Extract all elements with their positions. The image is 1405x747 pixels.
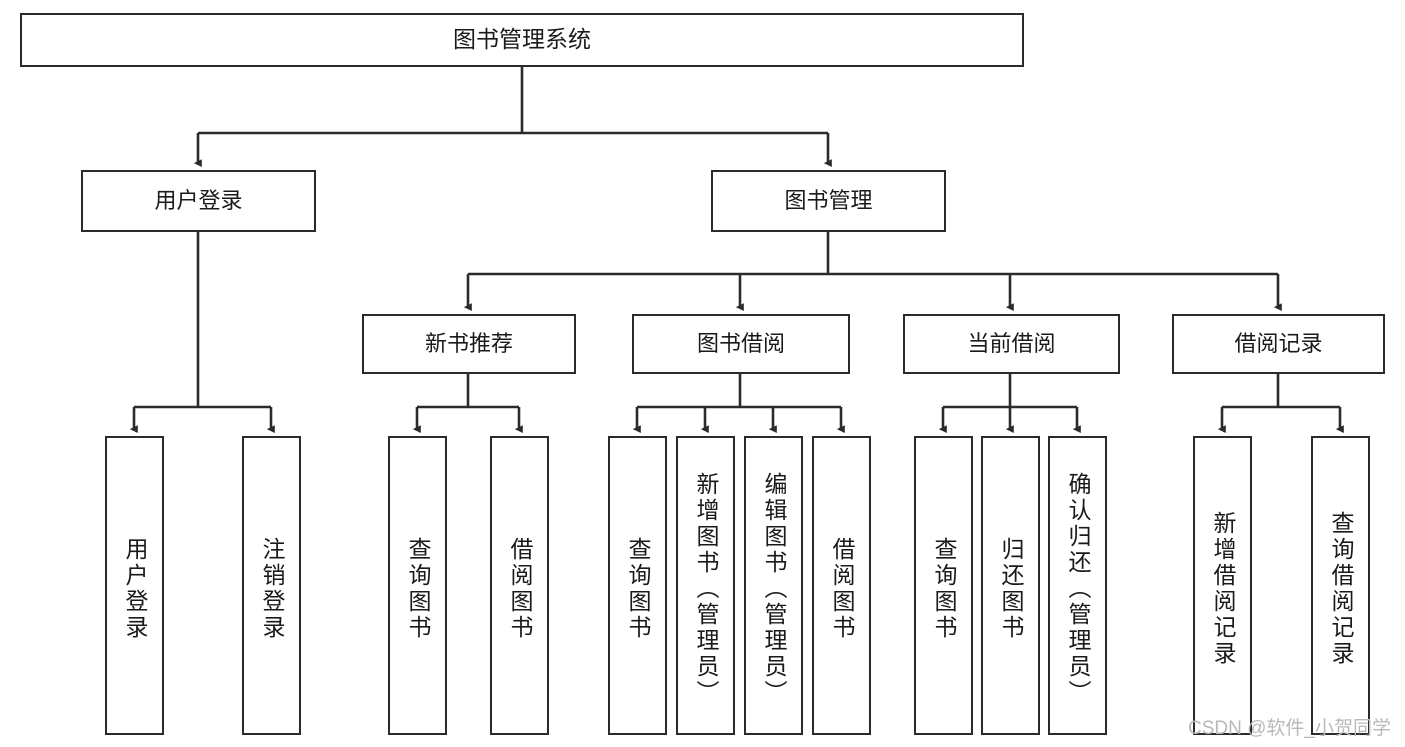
leaf-query-book-borrow-label: 查询图书	[625, 536, 651, 641]
leaf-add-book-admin-label: 新增图书（管理员）	[693, 471, 719, 706]
leaf-query-book-newbook[interactable]: 查询图书	[388, 436, 447, 735]
node-book-borrow-label: 图书借阅	[696, 331, 785, 357]
leaf-user-login[interactable]: 用户登录	[105, 436, 164, 735]
leaf-query-book-borrow[interactable]: 查询图书	[608, 436, 667, 735]
leaf-query-borrow-record-label: 查询借阅记录	[1328, 510, 1354, 667]
node-user-login[interactable]: 用户登录	[81, 170, 316, 232]
leaf-query-book-current[interactable]: 查询图书	[914, 436, 973, 735]
node-borrow-records-label: 借阅记录	[1234, 331, 1323, 357]
leaf-return-book-label: 归还图书	[998, 536, 1024, 641]
leaf-add-borrow-record[interactable]: 新增借阅记录	[1193, 436, 1252, 735]
node-root-label: 图书管理系统	[453, 26, 591, 53]
node-borrow-records[interactable]: 借阅记录	[1172, 314, 1385, 374]
leaf-logout-label: 注销登录	[259, 536, 285, 641]
leaf-edit-book-admin-label: 编辑图书（管理员）	[761, 471, 787, 706]
leaf-borrow-book[interactable]: 借阅图书	[812, 436, 871, 735]
leaf-query-book-newbook-label: 查询图书	[405, 536, 431, 641]
leaf-query-borrow-record[interactable]: 查询借阅记录	[1311, 436, 1370, 735]
node-root[interactable]: 图书管理系统	[20, 13, 1024, 67]
leaf-add-book-admin[interactable]: 新增图书（管理员）	[676, 436, 735, 735]
node-new-book-recommend[interactable]: 新书推荐	[362, 314, 576, 374]
node-user-login-label: 用户登录	[154, 188, 243, 214]
leaf-borrow-book-newbook[interactable]: 借阅图书	[490, 436, 549, 735]
leaf-confirm-return-admin-label: 确认归还（管理员）	[1065, 471, 1091, 706]
node-current-borrow[interactable]: 当前借阅	[903, 314, 1120, 374]
node-new-book-recommend-label: 新书推荐	[424, 331, 513, 357]
node-book-management[interactable]: 图书管理	[711, 170, 946, 232]
node-book-borrow[interactable]: 图书借阅	[632, 314, 850, 374]
leaf-add-borrow-record-label: 新增借阅记录	[1210, 510, 1236, 667]
leaf-return-book[interactable]: 归还图书	[981, 436, 1040, 735]
node-current-borrow-label: 当前借阅	[967, 331, 1056, 357]
leaf-logout[interactable]: 注销登录	[242, 436, 301, 735]
leaf-confirm-return-admin[interactable]: 确认归还（管理员）	[1048, 436, 1107, 735]
leaf-user-login-label: 用户登录	[122, 536, 148, 641]
leaf-query-book-current-label: 查询图书	[931, 536, 957, 641]
node-book-management-label: 图书管理	[784, 188, 873, 214]
csdn-watermark: CSDN @软件_小贺同学	[1188, 718, 1391, 739]
leaf-borrow-book-label: 借阅图书	[829, 536, 855, 641]
leaf-borrow-book-newbook-label: 借阅图书	[507, 536, 533, 641]
leaf-edit-book-admin[interactable]: 编辑图书（管理员）	[744, 436, 803, 735]
